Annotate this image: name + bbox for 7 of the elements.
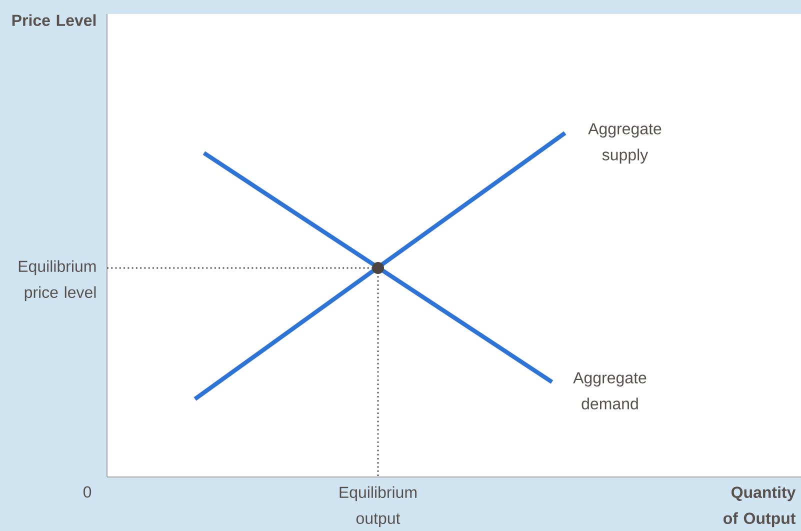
- curve-label: Aggregate demand: [573, 372, 646, 410]
- tick-label: 0: [83, 486, 92, 498]
- axis-label: Price Level: [12, 14, 96, 26]
- axis-label: Quantity of Output: [724, 486, 796, 528]
- tick-label: Equilibrium output: [340, 486, 416, 528]
- curve-label: Aggregate supply: [588, 123, 662, 164]
- tick-label: Equilibrium price level: [18, 260, 96, 302]
